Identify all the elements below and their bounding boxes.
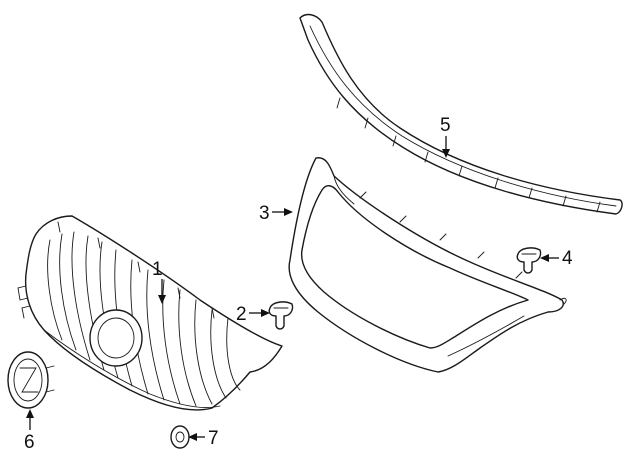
part-3-grille-frame[interactable] [288, 157, 567, 373]
part-4-clip[interactable] [516, 247, 542, 274]
callout-2: 2 [236, 304, 270, 325]
part-5-molding-strip[interactable] [299, 13, 623, 215]
callout-6: 6 [24, 409, 35, 453]
part-2-clip[interactable] [268, 301, 294, 330]
part-1-main-grille[interactable] [17, 215, 283, 411]
leader-arrow-3 [284, 208, 293, 216]
callout-label-2: 2 [236, 304, 247, 325]
callout-5: 5 [440, 115, 451, 158]
callout-label-6: 6 [24, 432, 35, 453]
leader-arrow-5 [442, 149, 450, 158]
molding-clips [336, 97, 601, 213]
callout-4: 4 [540, 248, 573, 269]
leader-arrow-1 [158, 295, 166, 304]
callout-label-7: 7 [208, 428, 219, 449]
leader-arrow-2 [261, 309, 270, 317]
callout-3: 3 [259, 203, 293, 224]
part-6-emblem[interactable] [7, 351, 55, 409]
callout-1: 1 [152, 259, 166, 304]
callout-label-3: 3 [259, 203, 270, 224]
part-7-nut[interactable] [170, 425, 190, 449]
callout-7: 7 [188, 428, 219, 449]
callout-label-1: 1 [152, 259, 163, 280]
leader-arrow-6 [26, 409, 34, 418]
callout-label-5: 5 [440, 115, 451, 136]
callout-label-4: 4 [562, 248, 573, 269]
leader-arrow-4 [540, 254, 549, 262]
leader-arrow-7 [188, 433, 197, 441]
